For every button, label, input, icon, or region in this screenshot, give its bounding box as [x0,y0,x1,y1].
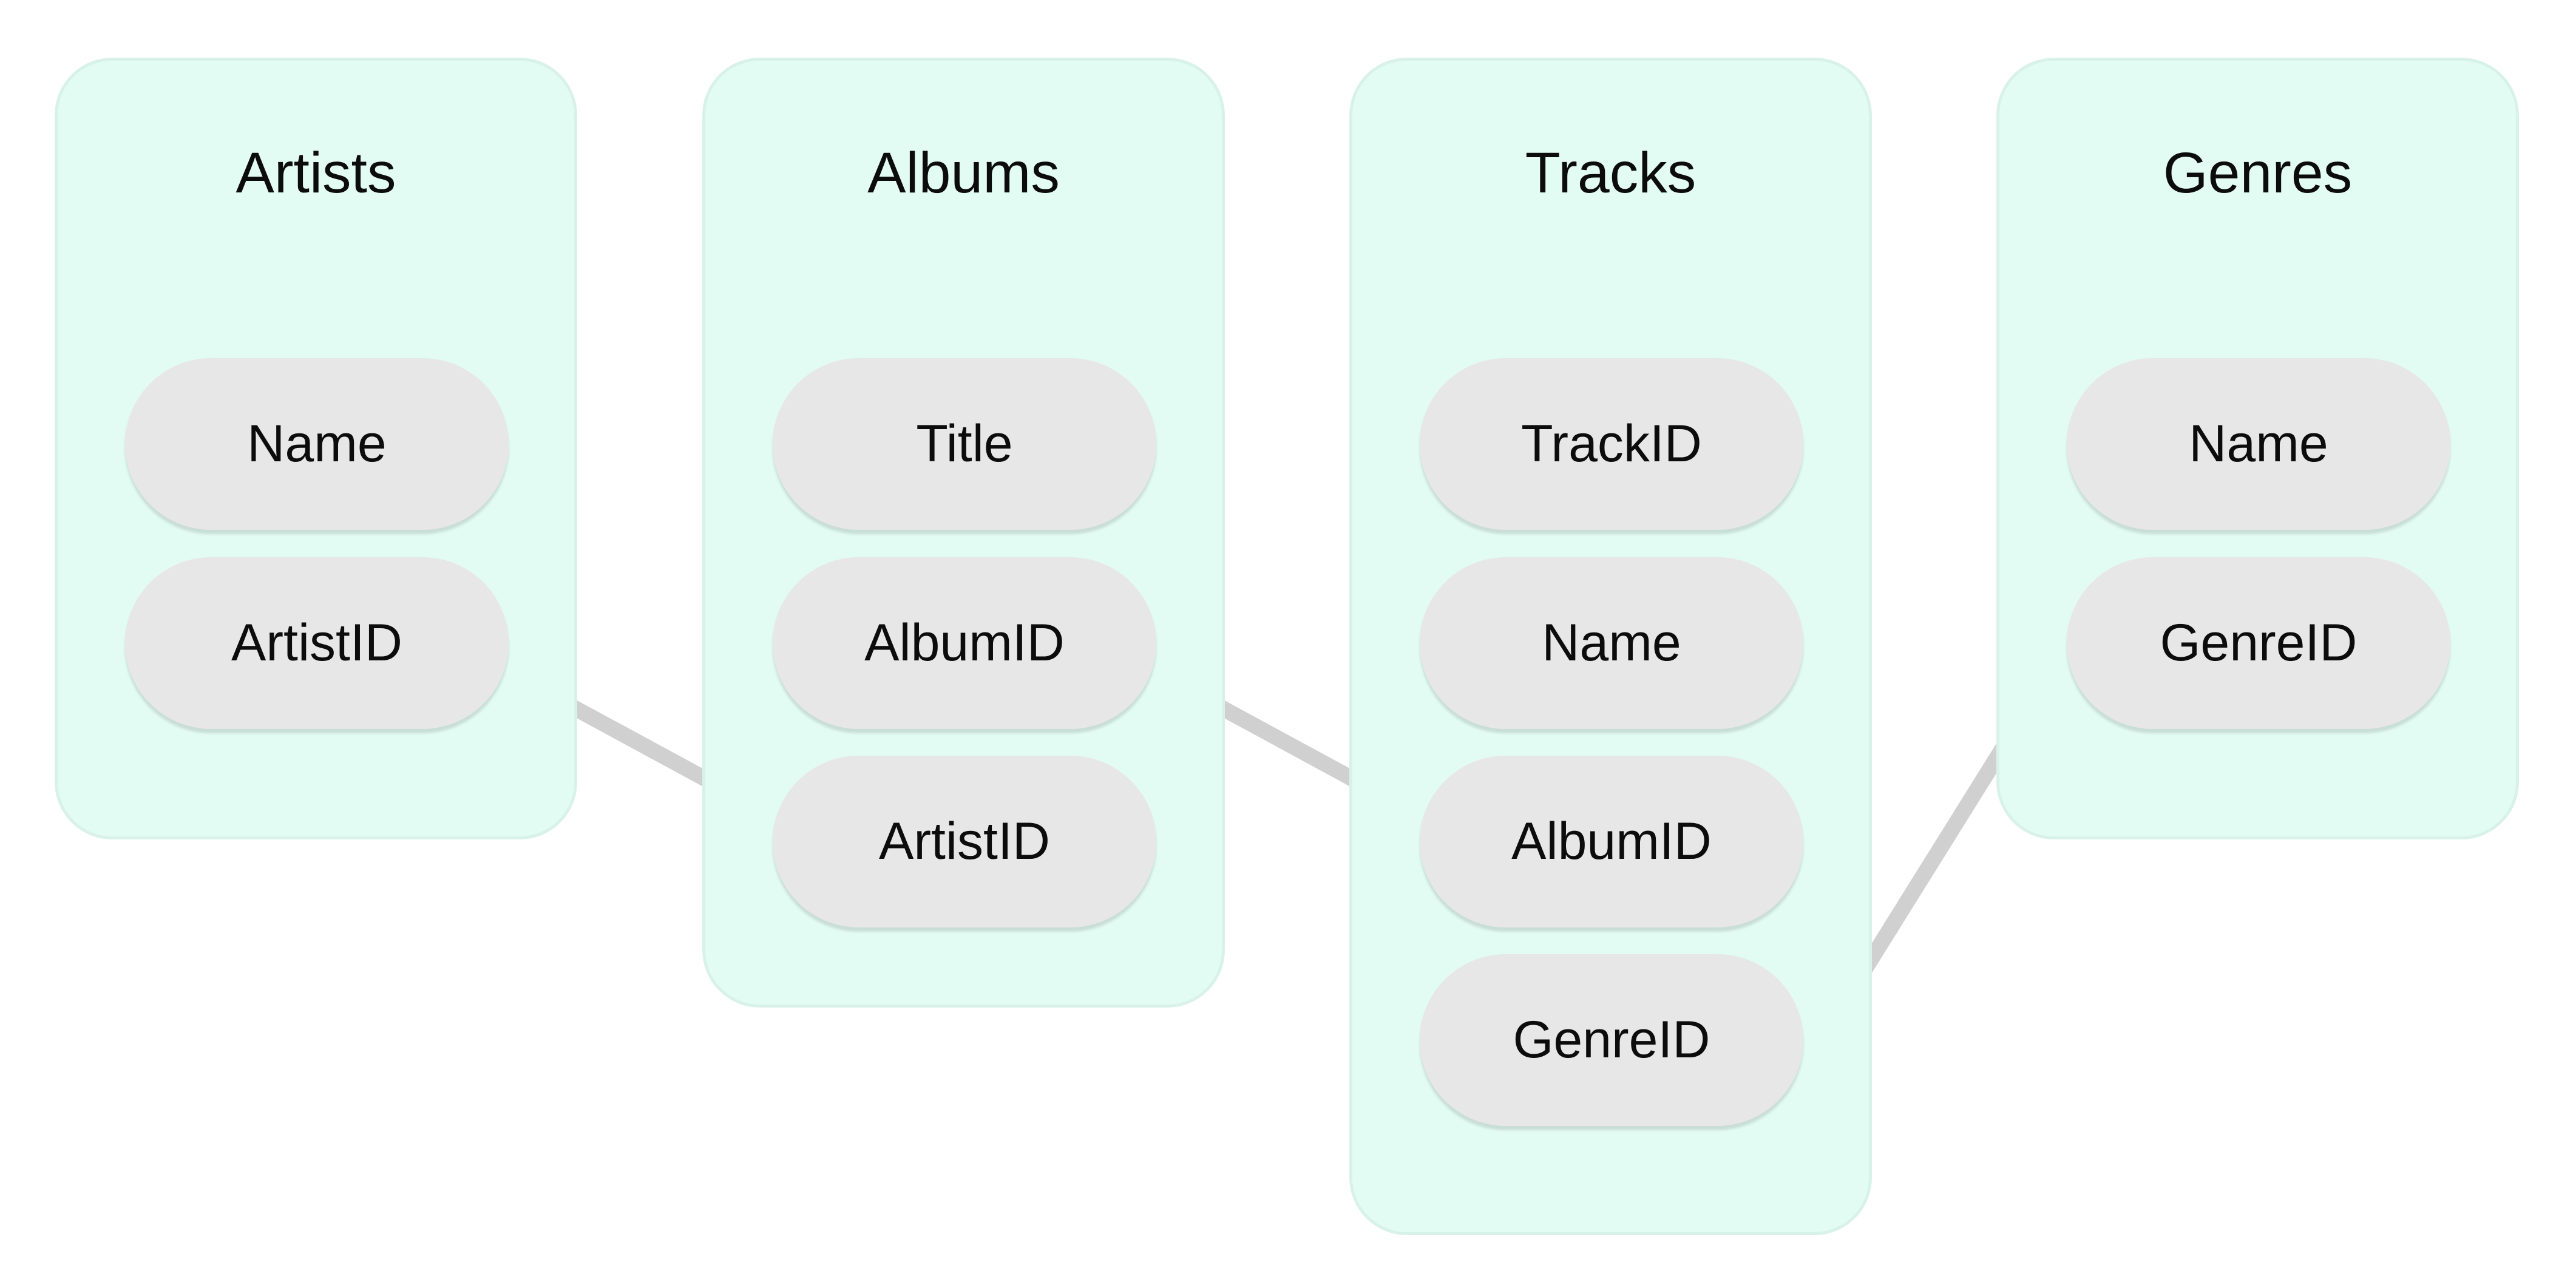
field-pill-name[interactable]: Name [1420,557,1803,729]
table-title: Tracks [1525,141,1696,205]
field-pill-name[interactable]: Name [2067,358,2450,530]
field-pill-artistid[interactable]: ArtistID [125,557,509,729]
field-pill-title[interactable]: Title [773,358,1156,530]
table-title: Artists [236,141,396,205]
table-card-genres: Genres Name GenreID [1996,58,2519,839]
table-card-tracks: Tracks TrackID Name AlbumID GenreID [1349,58,1872,1235]
field-pill-trackid[interactable]: TrackID [1420,358,1803,530]
field-label: GenreID [1513,1011,1710,1069]
field-label: AlbumID [864,614,1065,672]
field-label: Name [2189,415,2328,473]
field-pill-albumid[interactable]: AlbumID [773,557,1156,729]
table-card-albums: Albums Title AlbumID ArtistID [702,58,1225,1008]
field-pill-genreid[interactable]: GenreID [1420,954,1803,1126]
field-label: Name [247,415,387,473]
field-label: ArtistID [879,812,1050,870]
table-title: Genres [2163,141,2353,205]
field-pill-artistid[interactable]: ArtistID [773,756,1156,927]
field-label: Name [1542,614,1681,672]
field-pill-name[interactable]: Name [125,358,509,530]
field-label: ArtistID [231,614,402,672]
field-pill-genreid[interactable]: GenreID [2067,557,2450,729]
field-label: TrackID [1521,415,1702,473]
field-label: AlbumID [1511,812,1712,870]
table-title: Albums [867,141,1060,205]
field-label: GenreID [2160,614,2357,672]
table-card-artists: Artists Name ArtistID [55,58,577,839]
field-label: Title [916,415,1013,473]
field-pill-albumid[interactable]: AlbumID [1420,756,1803,927]
